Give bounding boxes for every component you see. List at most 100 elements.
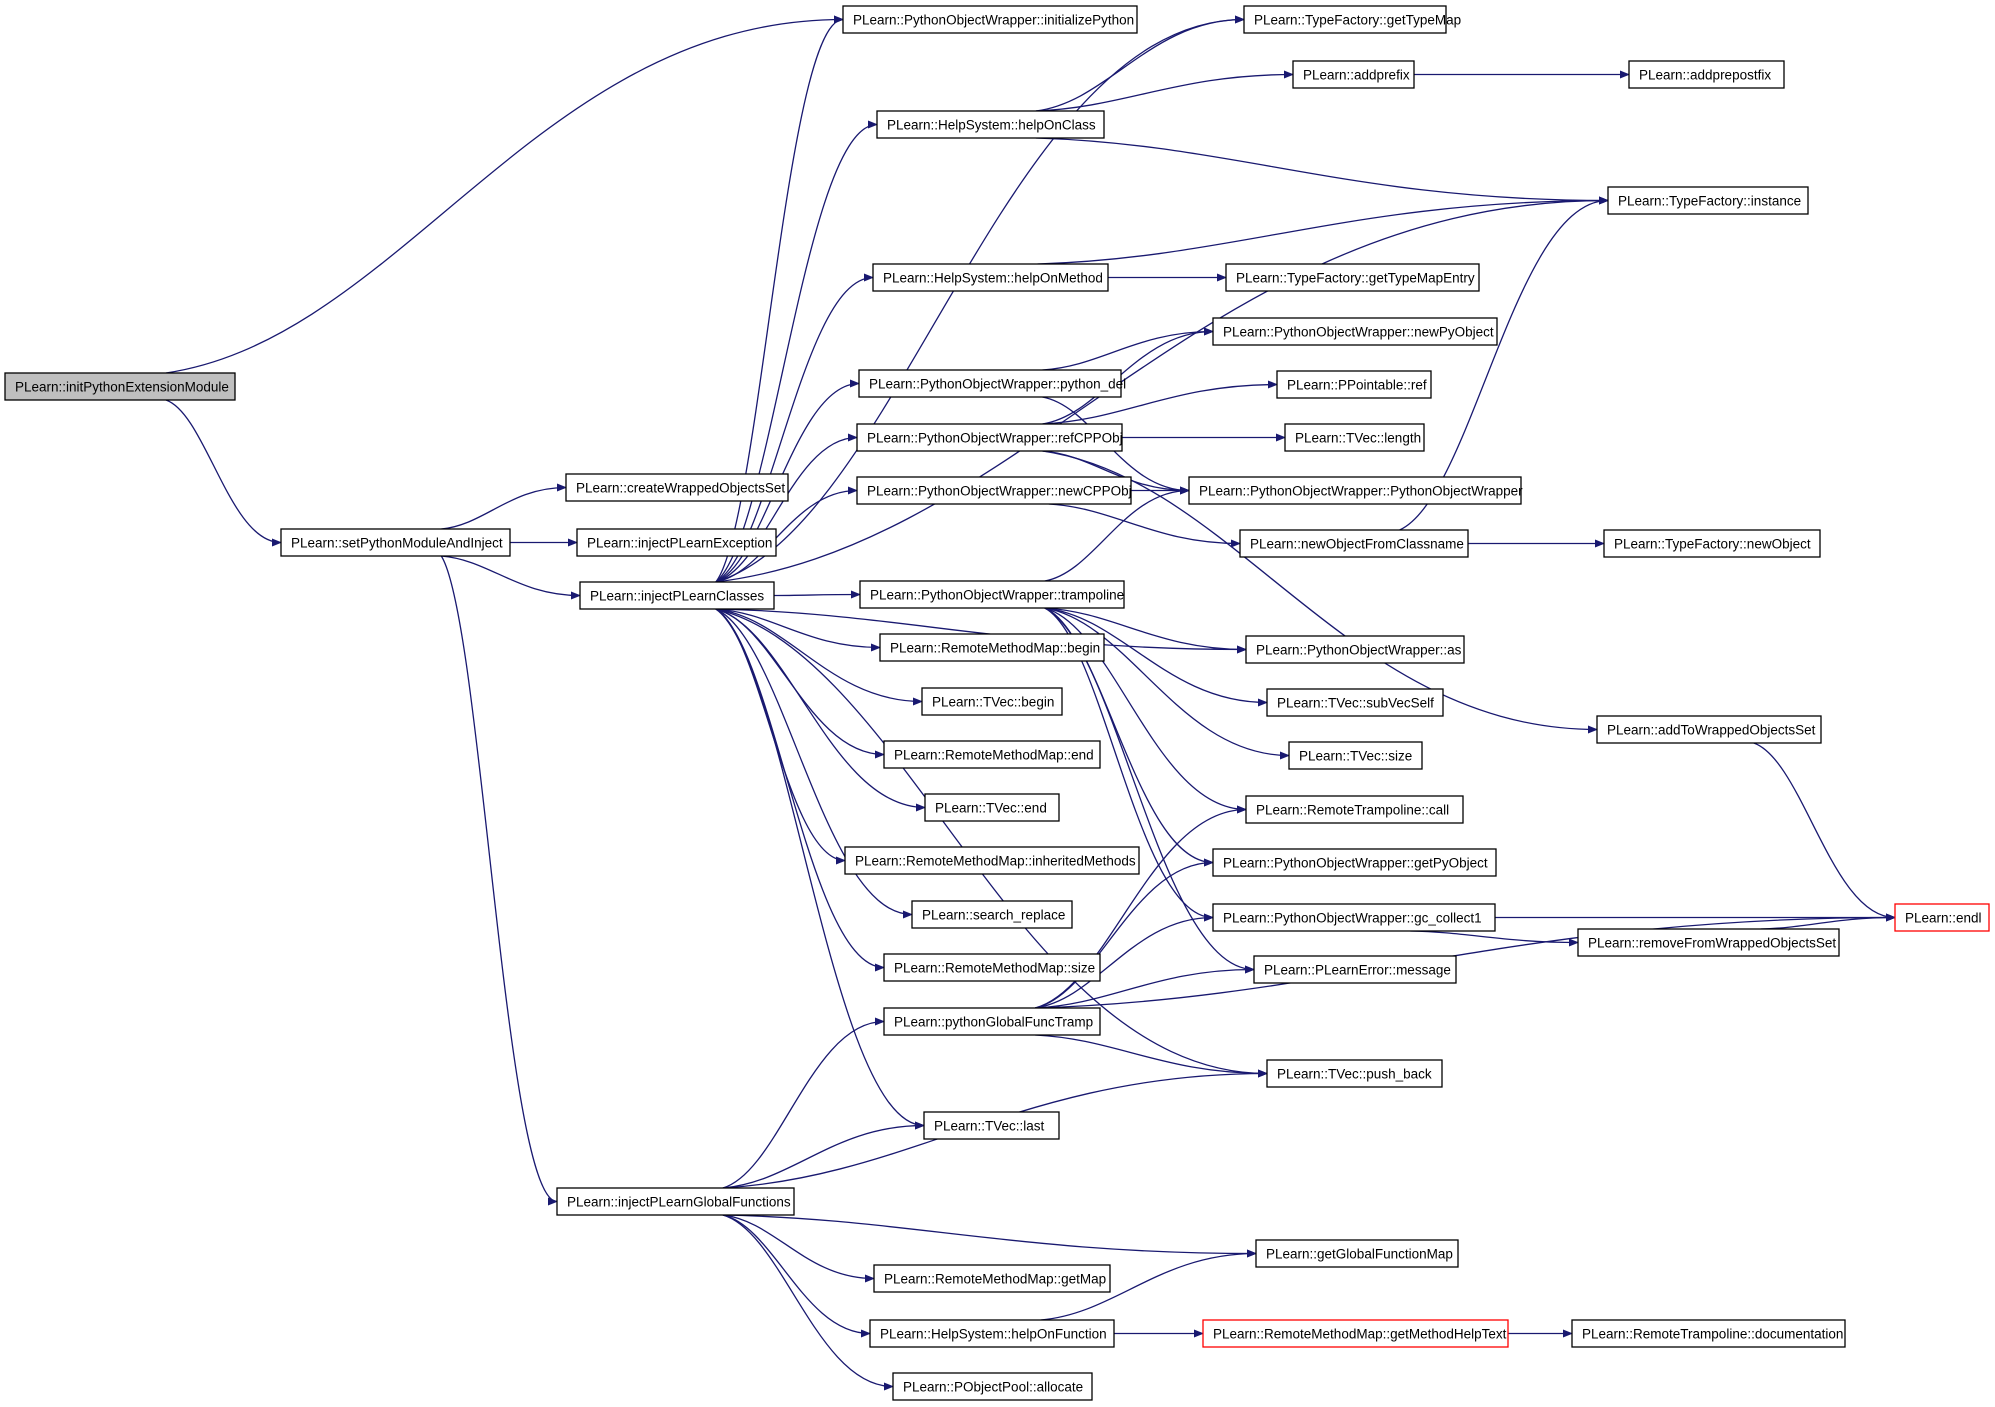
node-pythonGlobalFuncTramp[interactable]: PLearn::pythonGlobalFuncTramp	[883, 1007, 1101, 1036]
node-tvecSize[interactable]: PLearn::TVec::size	[1288, 741, 1423, 770]
node-inheritedMethods[interactable]: PLearn::RemoteMethodMap::inheritedMethod…	[844, 846, 1140, 875]
node-rmmSize[interactable]: PLearn::RemoteMethodMap::size	[883, 953, 1101, 982]
node-search_replace[interactable]: PLearn::search_replace	[911, 900, 1073, 929]
node-box	[883, 953, 1101, 982]
node-label: PLearn::newObjectFromClassname	[1250, 537, 1464, 552]
node-box	[1284, 423, 1425, 452]
node-label: PLearn::PythonObjectWrapper::initializeP…	[853, 13, 1134, 28]
node-powAs[interactable]: PLearn::PythonObjectWrapper::as	[1245, 635, 1465, 664]
edge-helpOnClass-to-addprefix	[1035, 70, 1294, 112]
node-label: PLearn::RemoteMethodMap::size	[894, 961, 1095, 976]
node-plErrorMessage[interactable]: PLearn::PLearnError::message	[1253, 955, 1457, 984]
edge-injectPLearnClasses-to-tvecLast	[715, 608, 925, 1130]
edge-initPythonExtensionModule-to-setPythonModuleAndInject	[165, 399, 282, 547]
edge-helpOnClass-to-getTypeMap	[1035, 15, 1245, 112]
node-box	[842, 5, 1138, 34]
node-tfNewObject[interactable]: PLearn::TypeFactory::newObject	[1603, 529, 1821, 558]
node-label: PLearn::RemoteMethodMap::getMap	[884, 1272, 1106, 1287]
edge-injectPLearnClasses-to-refCPPObj	[715, 433, 858, 583]
node-label: PLearn::search_replace	[922, 908, 1065, 923]
edge-trampoline-to-powCtor	[1044, 486, 1190, 582]
node-box	[1266, 1059, 1443, 1088]
node-addToWrappedObjectsSet[interactable]: PLearn::addToWrappedObjectsSet	[1596, 715, 1822, 744]
edge-injectPLearnGlobalFunctions-to-getMap	[722, 1214, 875, 1283]
node-tvecLength[interactable]: PLearn::TVec::length	[1284, 423, 1425, 452]
node-label: PLearn::PythonObjectWrapper::gc_collect1	[1223, 911, 1482, 926]
edge-addToWrappedObjectsSet-to-endl	[1753, 742, 1896, 922]
node-powCtor[interactable]: PLearn::PythonObjectWrapper::PythonObjec…	[1188, 476, 1523, 505]
node-box	[869, 1319, 1115, 1348]
node-label: PLearn::RemoteTrampoline::documentation	[1582, 1327, 1843, 1342]
node-label: PLearn::injectPLearnGlobalFunctions	[567, 1195, 791, 1210]
node-subVecSelf[interactable]: PLearn::TVec::subVecSelf	[1266, 688, 1444, 717]
node-box	[1628, 60, 1785, 89]
node-box	[879, 633, 1105, 662]
node-initializePython[interactable]: PLearn::PythonObjectWrapper::initializeP…	[842, 5, 1138, 34]
edge-injectPLearnGlobalFunctions-to-allocate	[722, 1214, 894, 1391]
node-initPythonExtensionModule[interactable]: PLearn::initPythonExtensionModule	[4, 372, 236, 401]
node-box	[1607, 186, 1809, 215]
node-rtDocumentation[interactable]: PLearn::RemoteTrampoline::documentation	[1571, 1319, 1846, 1348]
node-label: PLearn::TypeFactory::newObject	[1614, 537, 1811, 552]
node-helpOnClass[interactable]: PLearn::HelpSystem::helpOnClass	[876, 110, 1105, 139]
node-label: PLearn::endl	[1905, 911, 1982, 926]
node-ppRef[interactable]: PLearn::PPointable::ref	[1276, 370, 1432, 399]
node-allocate[interactable]: PLearn::PObjectPool::allocate	[892, 1372, 1093, 1401]
node-addprepostfix[interactable]: PLearn::addprepostfix	[1628, 60, 1785, 89]
node-setPythonModuleAndInject[interactable]: PLearn::setPythonModuleAndInject	[280, 528, 511, 557]
edge-layer	[165, 15, 1896, 1391]
node-trampoline[interactable]: PLearn::PythonObjectWrapper::trampoline	[859, 580, 1125, 609]
node-box	[1292, 60, 1415, 89]
edge-helpOnFunction-to-getGlobalFunctionMap	[1040, 1249, 1257, 1321]
node-label: PLearn::HelpSystem::helpOnMethod	[883, 271, 1103, 286]
node-newCPPObj[interactable]: PLearn::PythonObjectWrapper::newCPPObj	[856, 476, 1132, 505]
node-label: PLearn::HelpSystem::helpOnFunction	[880, 1327, 1107, 1342]
node-label: PLearn::pythonGlobalFuncTramp	[894, 1015, 1093, 1030]
node-getPyObject[interactable]: PLearn::PythonObjectWrapper::getPyObject	[1212, 848, 1497, 877]
edge-injectPLearnClasses-to-tfInstance	[715, 196, 1609, 583]
node-getTypeMapEntry[interactable]: PLearn::TypeFactory::getTypeMapEntry	[1225, 263, 1480, 292]
edge-python_del-to-newPyObject	[1042, 327, 1214, 371]
node-label: PLearn::TVec::push_back	[1277, 1067, 1432, 1082]
node-getMethodHelpText[interactable]: PLearn::RemoteMethodMap::getMethodHelpTe…	[1202, 1319, 1509, 1348]
node-gc_collect1[interactable]: PLearn::PythonObjectWrapper::gc_collect1	[1212, 903, 1496, 932]
node-injectPLearnGlobalFunctions[interactable]: PLearn::injectPLearnGlobalFunctions	[556, 1187, 795, 1216]
node-refCPPObj[interactable]: PLearn::PythonObjectWrapper::refCPPObj	[856, 423, 1123, 452]
node-newObjectFromClassname[interactable]: PLearn::newObjectFromClassname	[1239, 529, 1469, 558]
node-getTypeMap[interactable]: PLearn::TypeFactory::getTypeMap	[1243, 5, 1461, 34]
node-box	[844, 846, 1140, 875]
node-endl[interactable]: PLearn::endl	[1894, 903, 1990, 932]
node-python_del[interactable]: PLearn::PythonObjectWrapper::python_del	[858, 369, 1126, 398]
node-helpOnMethod[interactable]: PLearn::HelpSystem::helpOnMethod	[872, 263, 1109, 292]
node-pushBack[interactable]: PLearn::TVec::push_back	[1266, 1059, 1443, 1088]
node-newPyObject[interactable]: PLearn::PythonObjectWrapper::newPyObject	[1212, 317, 1498, 346]
node-tvecLast[interactable]: PLearn::TVec::last	[923, 1111, 1060, 1140]
node-label: PLearn::PythonObjectWrapper::newCPPObj	[867, 484, 1132, 499]
node-addprefix[interactable]: PLearn::addprefix	[1292, 60, 1415, 89]
node-rtCall[interactable]: PLearn::RemoteTrampoline::call	[1245, 795, 1464, 824]
node-removeFromWrappedObjectsSet[interactable]: PLearn::removeFromWrappedObjectsSet	[1577, 928, 1840, 957]
edge-setPythonModuleAndInject-to-injectPLearnGlobalFunctions	[440, 555, 558, 1206]
node-createWrappedObjectsSet[interactable]: PLearn::createWrappedObjectsSet	[565, 473, 789, 502]
node-injectPLearnException[interactable]: PLearn::injectPLearnException	[576, 528, 777, 557]
node-getGlobalFunctionMap[interactable]: PLearn::getGlobalFunctionMap	[1255, 1239, 1459, 1268]
node-helpOnFunction[interactable]: PLearn::HelpSystem::helpOnFunction	[869, 1319, 1115, 1348]
edge-gc_collect1-to-removeFromWrappedObjectsSet	[1410, 930, 1579, 947]
node-tvecBegin[interactable]: PLearn::TVec::begin	[921, 687, 1063, 716]
node-box	[1243, 5, 1447, 34]
node-label: PLearn::RemoteTrampoline::call	[1256, 803, 1449, 818]
node-rmmEnd[interactable]: PLearn::RemoteMethodMap::end	[883, 740, 1101, 769]
edge-trampoline-to-rtCall	[1044, 607, 1247, 814]
node-label: PLearn::getGlobalFunctionMap	[1266, 1247, 1453, 1262]
node-injectPLearnClasses[interactable]: PLearn::injectPLearnClasses	[579, 581, 775, 610]
edge-trampoline-to-powAs	[1044, 607, 1247, 654]
node-tfInstance[interactable]: PLearn::TypeFactory::instance	[1607, 186, 1809, 215]
node-box	[911, 900, 1073, 929]
node-tvecEnd[interactable]: PLearn::TVec::end	[924, 793, 1060, 822]
node-rmmBegin[interactable]: PLearn::RemoteMethodMap::begin	[879, 633, 1105, 662]
node-box	[1894, 903, 1990, 932]
node-label: PLearn::TVec::end	[935, 801, 1047, 816]
node-layer: PLearn::initPythonExtensionModulePLearn:…	[4, 5, 1990, 1401]
node-getMap[interactable]: PLearn::RemoteMethodMap::getMap	[873, 1264, 1111, 1293]
